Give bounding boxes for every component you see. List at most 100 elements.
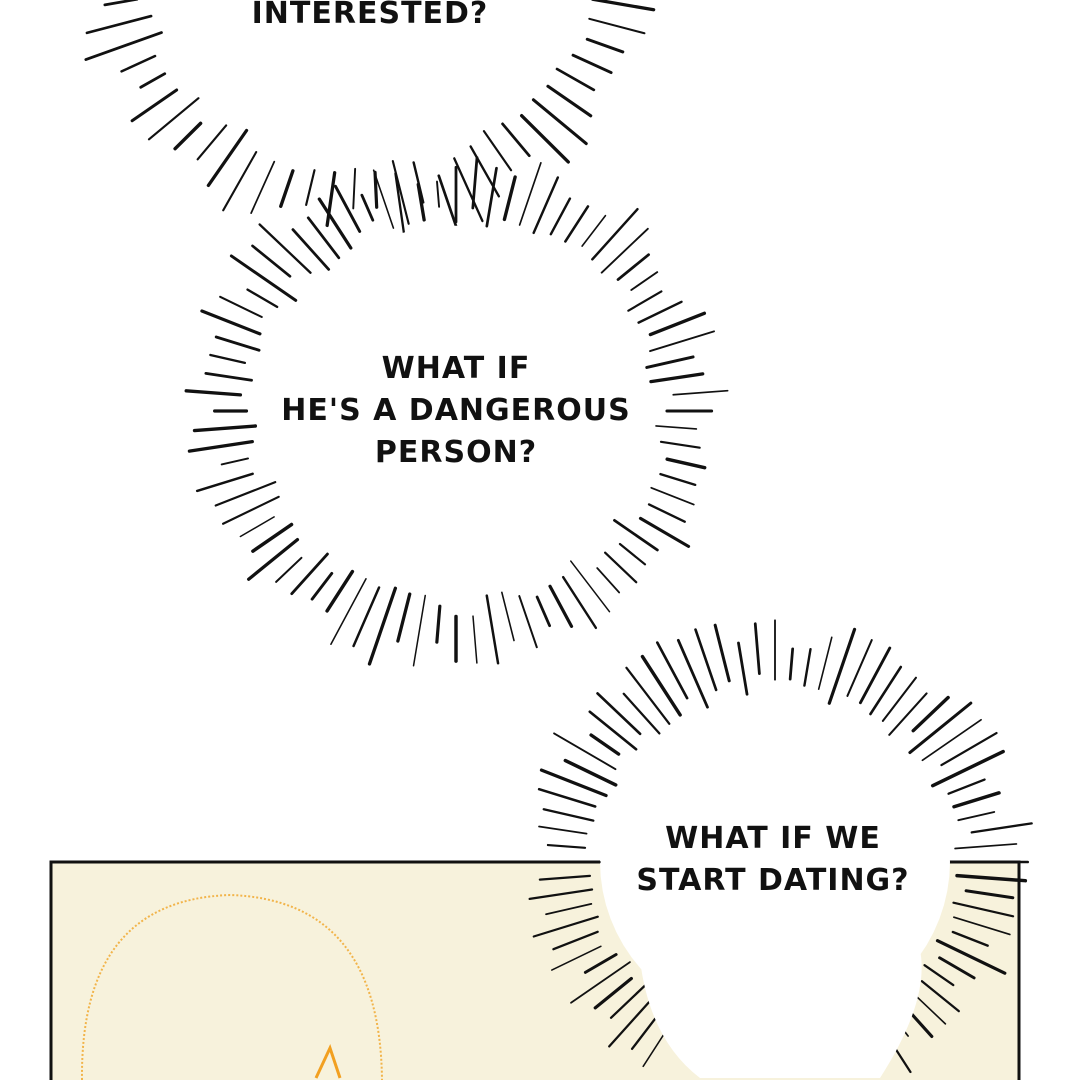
burst-line [650,486,695,506]
burst-line [951,930,989,947]
burst-line [625,666,671,725]
burst-line [251,522,294,553]
burst-line [396,592,412,643]
burst-line [290,552,329,596]
bubble-3-burst [528,619,1033,1074]
burst-line [546,84,593,118]
burst-line [970,822,1033,834]
burst-line [649,330,715,353]
burst-line [551,945,602,971]
burst-line [647,503,686,523]
burst-line [938,956,976,980]
burst-line [622,692,661,735]
bubble-fill [261,225,651,597]
burst-line [173,121,203,151]
burst-line [920,980,960,1013]
burst-line [649,372,705,384]
burst-line [858,646,892,705]
burst-line [911,695,950,733]
burst-line [593,976,633,1010]
burst-line [537,787,597,808]
burst-line [485,594,500,665]
burst-line [471,156,479,210]
burst-line [888,692,928,736]
burst-line [570,961,631,1004]
burst-line [204,371,253,382]
burst-line [846,639,873,697]
burst-line [648,311,707,337]
burst-line [485,166,498,228]
burst-line [412,594,426,667]
burst-line [549,197,572,236]
burst-line [588,710,638,751]
burst-line [279,169,295,208]
burst-line [618,542,647,566]
burst-line [360,193,375,222]
burst-line [947,778,986,795]
burst-line [627,290,663,312]
burst-line [416,182,426,222]
burst-line [655,425,698,430]
burst-line [317,197,353,250]
burst-line [583,953,618,974]
speech-bubble-1-text: INTERESTED? [252,0,489,35]
burst-line [694,628,718,692]
burst-line [436,180,441,208]
burst-line [538,874,592,881]
burst-line [600,227,649,274]
burst-line [246,288,279,309]
burst-line [921,718,982,762]
burst-line [472,615,478,664]
burst-line [869,665,903,716]
burst-line [803,647,812,687]
burst-line [352,586,381,648]
burst-line [130,88,179,123]
burst-line [187,440,254,453]
bubble-3-tail [640,950,922,1078]
burst-line [501,122,531,158]
burst-line [334,184,362,233]
burst-line [528,888,594,901]
burst-line [394,172,406,239]
burst-line [616,253,650,281]
bubble-line: INTERESTED? [251,0,489,31]
burst-line [585,37,625,54]
burst-line [219,295,263,319]
burst-line [310,571,334,601]
burst-line [630,271,659,291]
sketch-mark [314,1043,342,1079]
burst-line [935,939,1007,975]
burst-line [519,113,570,164]
burst-line [325,171,337,228]
burst-line [291,228,331,271]
burst-line [209,353,247,365]
burst-line [305,169,316,207]
burst-line [532,915,599,938]
burst-line [85,14,153,35]
burst-line [437,174,459,231]
burst-line [788,647,795,681]
burst-line [753,622,761,676]
burst-line [881,676,917,722]
burst-line [563,758,618,787]
burst-line [940,731,998,767]
burst-line [538,825,588,835]
burst-line [613,518,659,552]
burst-line [608,998,652,1048]
burst-line [518,162,542,226]
burst-line [548,584,574,628]
burst-line [552,930,599,951]
burst-line [84,31,163,61]
burst-line [827,627,857,705]
burst-line [596,567,621,594]
burst-line [214,481,277,507]
burst-line [502,175,517,222]
burst-line [325,569,355,613]
burst-line [275,556,303,583]
burst-line [539,768,608,798]
bubble-line: START DATING? [636,863,910,898]
bubble-line: PERSON? [374,435,538,470]
burst-line [645,355,695,369]
burst-line [103,0,139,7]
